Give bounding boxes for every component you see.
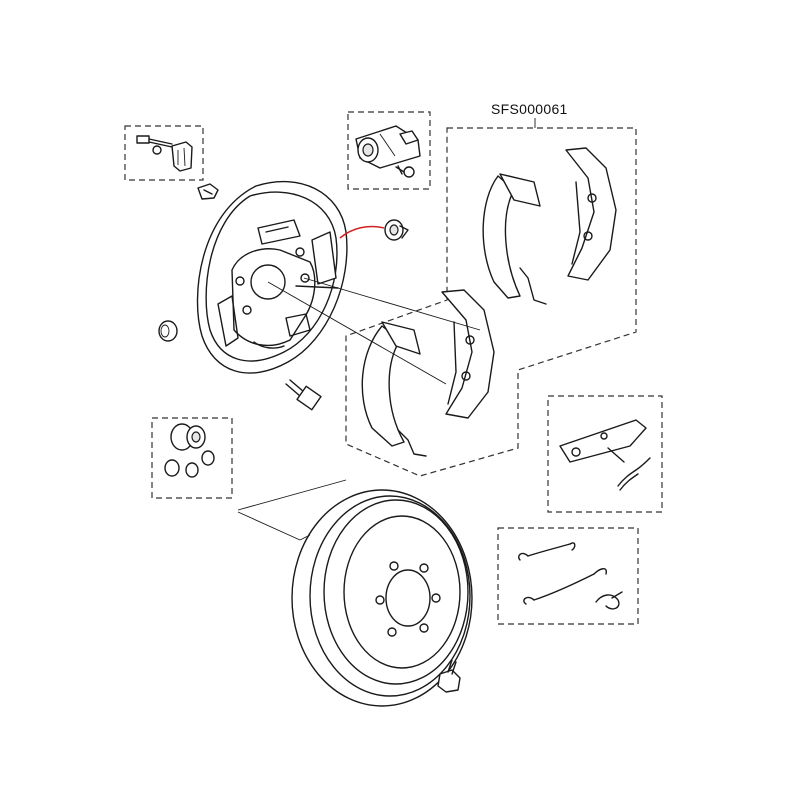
wheel-cylinder-kit xyxy=(347,111,431,190)
seal-ring-2 xyxy=(185,462,199,478)
leader-plate-shoe-2 xyxy=(303,277,481,331)
wheel-stud xyxy=(437,659,461,693)
return-spring-long xyxy=(523,568,607,605)
shoe-kit-boundary xyxy=(345,127,637,477)
grommet xyxy=(384,219,409,241)
wheel-cylinder xyxy=(355,125,421,169)
brake-drum xyxy=(291,489,473,707)
mounting-bolt xyxy=(285,379,322,411)
adjuster-lever xyxy=(559,419,647,463)
seal-ring-3 xyxy=(201,450,215,466)
adjuster-spring xyxy=(617,457,651,491)
piston-cup xyxy=(170,423,206,451)
seal-kit xyxy=(151,417,233,499)
seal-ring-1 xyxy=(164,459,180,477)
brake-shoe-front-pair xyxy=(361,289,495,457)
return-spring-top xyxy=(518,542,576,561)
reference-code: SFS000061 xyxy=(491,101,568,117)
adjuster-kit xyxy=(547,395,663,513)
hold-down-spring xyxy=(595,591,623,610)
red-indicator-line xyxy=(339,225,385,239)
clip-part xyxy=(171,141,193,172)
cap-plug xyxy=(158,320,178,342)
bolt-clip-kit xyxy=(124,125,204,181)
bleed-bolt xyxy=(197,183,219,200)
bolt-part xyxy=(136,135,173,155)
leader-seal-drum xyxy=(237,479,347,511)
spring-kit xyxy=(497,527,639,625)
bleed-screw xyxy=(395,165,415,178)
backing-plate xyxy=(196,180,348,374)
brake-shoe-rear-pair xyxy=(482,147,617,305)
leader-seal-drum-2 xyxy=(237,511,301,541)
leader-plate-shoe-1 xyxy=(267,281,447,385)
